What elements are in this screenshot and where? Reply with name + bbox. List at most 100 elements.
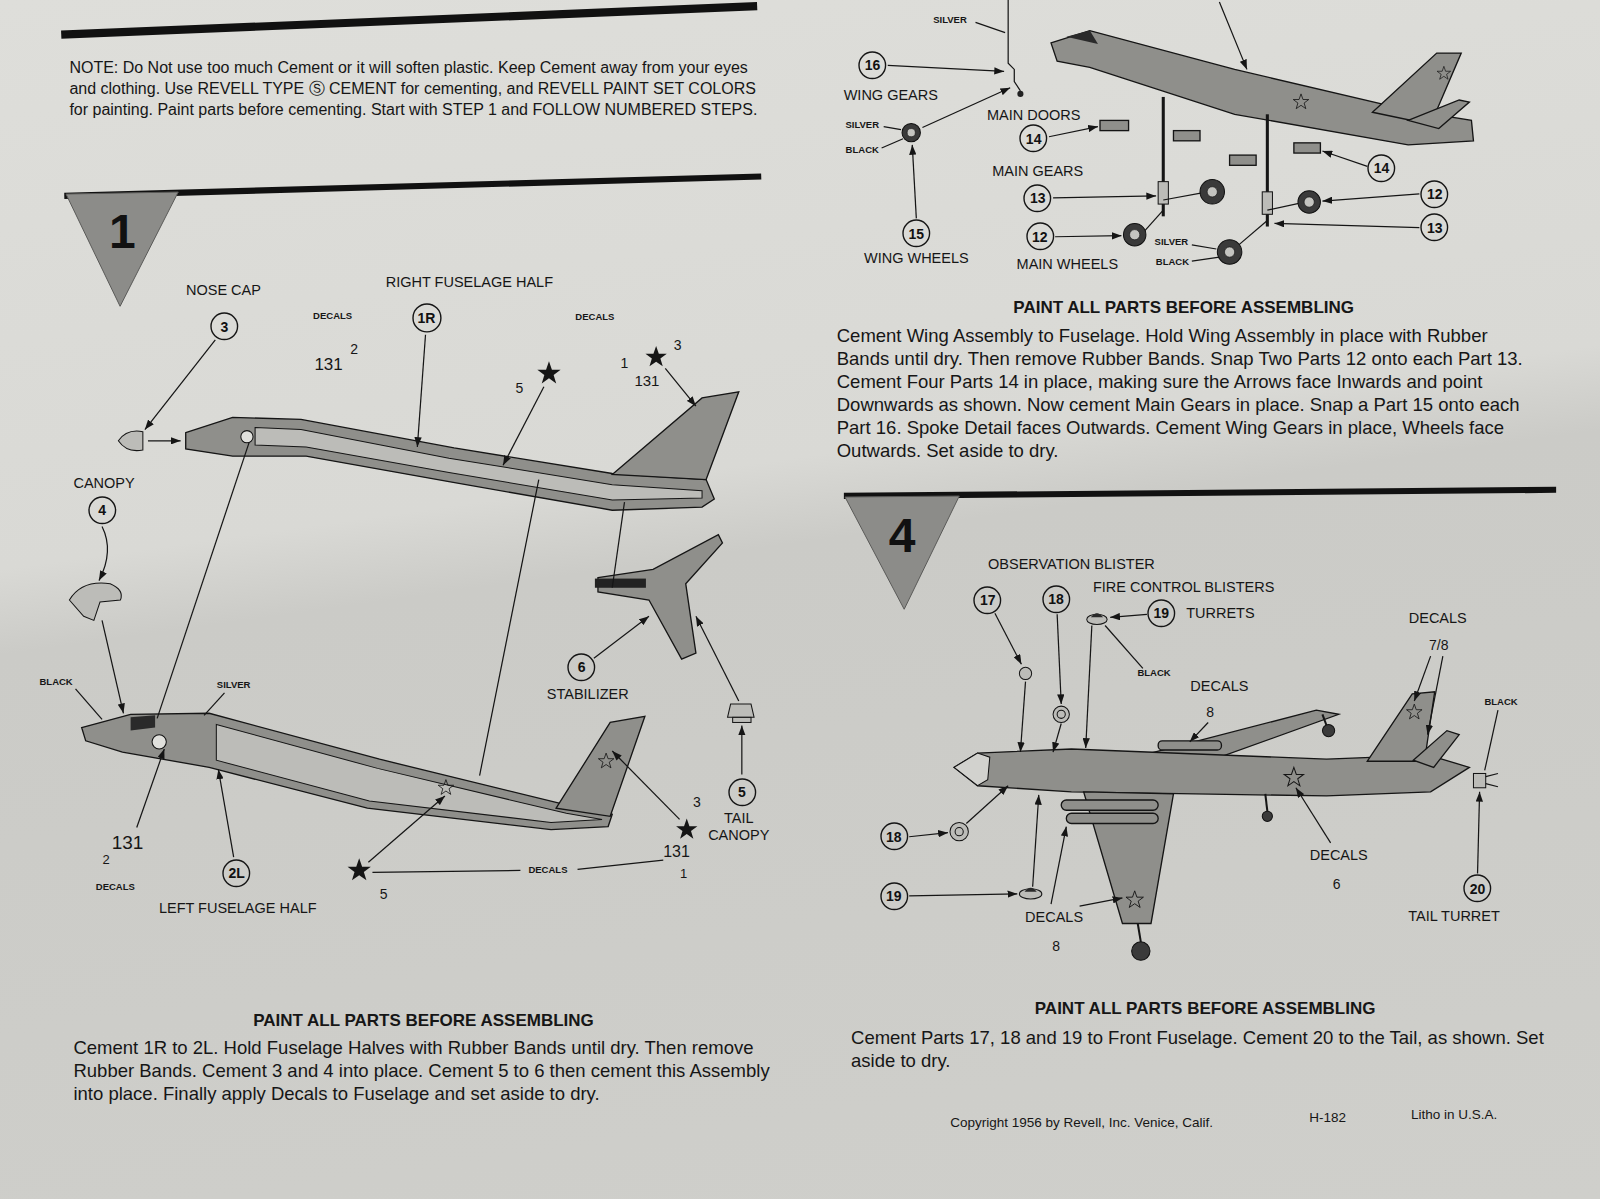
part-callout: 16 xyxy=(858,51,887,80)
step-number: 4 xyxy=(889,512,916,560)
paint-color: SILVER xyxy=(1155,237,1189,248)
nose-glazing xyxy=(954,753,990,786)
paint-color: BLACK xyxy=(1156,257,1189,268)
callout-circle-shape xyxy=(211,313,238,340)
leader-line xyxy=(665,368,696,406)
part-name: TAIL CANOPY xyxy=(703,810,774,843)
part-name: MAIN WHEELS xyxy=(1017,256,1119,273)
callout-number: 19 xyxy=(886,889,902,903)
gun-barrel xyxy=(1486,773,1498,776)
leader-line xyxy=(503,387,544,466)
part-callout: 18 xyxy=(880,822,909,851)
assembly-line xyxy=(157,443,249,719)
fuselage xyxy=(1051,31,1473,145)
engine-pod xyxy=(1158,741,1221,750)
paint-color: SILVER xyxy=(217,680,251,691)
star-insignia xyxy=(1293,94,1309,109)
rule xyxy=(844,490,1556,496)
paint-color: BLACK xyxy=(1137,668,1170,679)
callout-circle-shape xyxy=(568,654,595,681)
far-wing xyxy=(1143,710,1339,759)
callout-circle-shape xyxy=(881,883,908,910)
callout-number: 4 xyxy=(98,503,106,517)
callout-number: 12 xyxy=(1032,230,1048,244)
gear-strut xyxy=(1138,923,1141,941)
leader-line xyxy=(1414,656,1430,701)
main-door-part xyxy=(1230,155,1257,165)
callout-circle-shape xyxy=(1421,214,1448,241)
leader-line xyxy=(417,335,425,447)
decal-number: 1 xyxy=(680,867,687,882)
observation-blister-part xyxy=(1019,667,1031,679)
wing-wheel xyxy=(902,123,920,141)
leader-line xyxy=(76,689,103,720)
star-insignia xyxy=(1284,767,1303,785)
decal-number: 3 xyxy=(674,337,682,353)
decal-label: DECALS xyxy=(1025,909,1083,926)
leader-line xyxy=(1274,223,1419,227)
decal-number: 8 xyxy=(1206,704,1214,720)
engine-pod xyxy=(1066,813,1158,823)
step-triangle-shape xyxy=(66,192,178,306)
callout-number: 1R xyxy=(418,311,436,325)
part-name: WING GEARS xyxy=(844,87,938,104)
part-name: RIGHT FUSELAGE HALF xyxy=(386,274,553,291)
main-door-part xyxy=(1294,143,1321,153)
decal-number: 5 xyxy=(515,380,523,396)
part-callout: 19 xyxy=(880,882,909,911)
decal-number: 131 xyxy=(314,355,342,375)
leader-line xyxy=(995,613,1022,664)
decal-number: 7/8 xyxy=(1429,637,1448,653)
part-callout: 17 xyxy=(973,586,1002,615)
callout-circle-shape xyxy=(903,220,930,247)
axle xyxy=(1239,220,1268,244)
part-callout: 6 xyxy=(567,653,596,682)
assembly-line xyxy=(1053,723,1061,752)
leader-line xyxy=(368,796,445,862)
main-wheel xyxy=(1217,240,1241,264)
wing-gear-strut xyxy=(1008,0,1020,91)
wheel-hub xyxy=(1130,230,1140,240)
part-name: TAIL TURRET xyxy=(1408,908,1500,925)
step-instructions: Cement 1R to 2L. Hold Fuselage Halves wi… xyxy=(73,1036,779,1105)
part-callout: 3 xyxy=(210,312,239,341)
leader-line xyxy=(1219,2,1247,69)
tail-fin xyxy=(612,392,739,480)
part-callout: 12 xyxy=(1026,222,1055,251)
callout-number: 17 xyxy=(980,593,996,607)
turret-dome xyxy=(1024,888,1036,892)
callout-number: 20 xyxy=(1470,882,1486,896)
axle xyxy=(1017,91,1023,97)
step-number-triangle: 1 xyxy=(66,192,178,306)
leader-line xyxy=(1192,257,1220,261)
decal-number: 131 xyxy=(634,372,659,389)
step-number-triangle: 4 xyxy=(845,496,959,610)
callout-circle-shape xyxy=(1148,600,1175,627)
callout-number: 16 xyxy=(865,58,881,72)
leader-line xyxy=(912,145,916,218)
callout-number: 5 xyxy=(738,785,746,799)
wheel xyxy=(1132,942,1150,960)
part-callout: 5 xyxy=(728,778,757,807)
fire-control-blister-part xyxy=(950,822,968,840)
callout-number: 3 xyxy=(221,320,229,334)
part-callout: 15 xyxy=(902,219,931,248)
step-triangle-shape xyxy=(845,496,959,609)
leader-line xyxy=(909,894,1017,896)
callout-number: 15 xyxy=(909,227,925,241)
decal-number: 6 xyxy=(1333,876,1341,892)
part-name: MAIN DOORS xyxy=(987,107,1080,124)
paint-color: SILVER xyxy=(845,120,879,131)
step-number: 1 xyxy=(109,208,136,256)
paint-color: BLACK xyxy=(39,677,72,688)
leader-line xyxy=(1057,614,1061,704)
blister-ring xyxy=(955,828,963,836)
kit-number: H-182 xyxy=(1309,1110,1346,1126)
part-name: LEFT FUSELAGE HALF xyxy=(159,900,317,917)
paint-color: BLACK xyxy=(846,145,879,156)
decal-label: DECALS xyxy=(1190,678,1248,695)
gear-strut xyxy=(1265,794,1267,811)
leader-line xyxy=(99,527,108,581)
callout-circle-shape xyxy=(974,587,1001,614)
